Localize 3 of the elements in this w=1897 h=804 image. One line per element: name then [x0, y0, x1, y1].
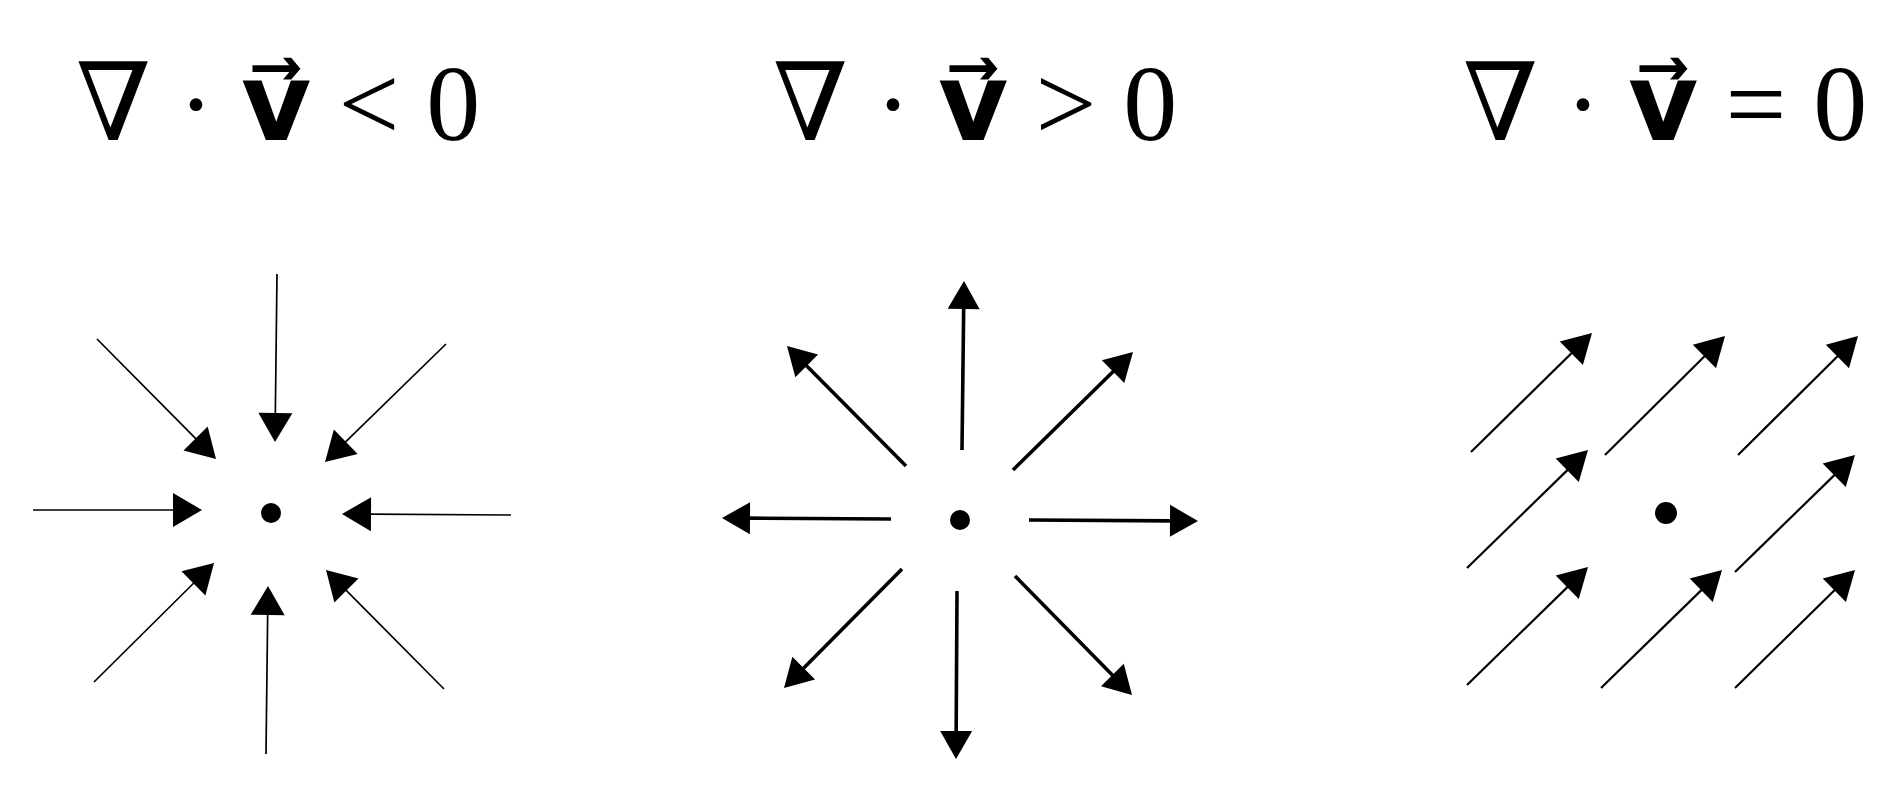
math-expression: ∇ · v⃗ > 0: [772, 49, 1178, 158]
math-expression: ∇ · v⃗ = 0: [1462, 49, 1868, 158]
math-expression: ∇ · v⃗ < 0: [75, 49, 481, 158]
